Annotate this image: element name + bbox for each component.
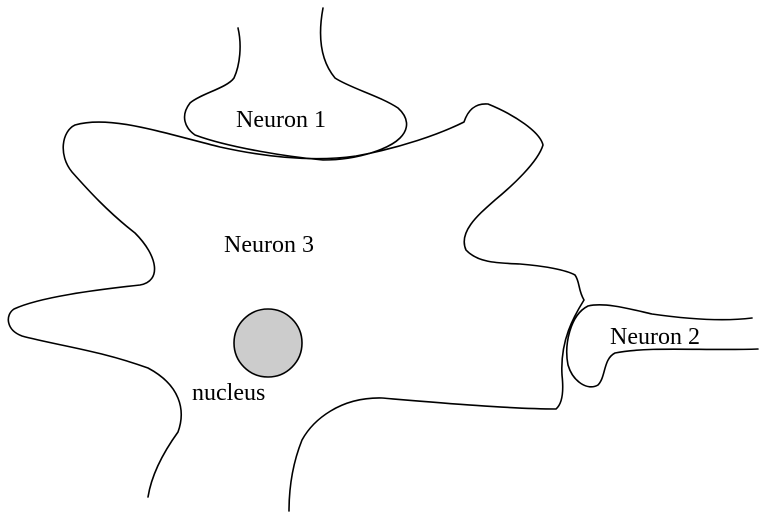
- neuron-1-label: Neuron 1: [236, 107, 326, 133]
- nucleus-label: nucleus: [192, 380, 265, 406]
- nucleus-circle: [234, 309, 302, 377]
- neuron-3-cell-body: [8, 104, 584, 511]
- neuron-2-label: Neuron 2: [610, 324, 700, 350]
- neuron-1-axon-terminal: [185, 8, 407, 160]
- neuron-3-label: Neuron 3: [224, 232, 314, 258]
